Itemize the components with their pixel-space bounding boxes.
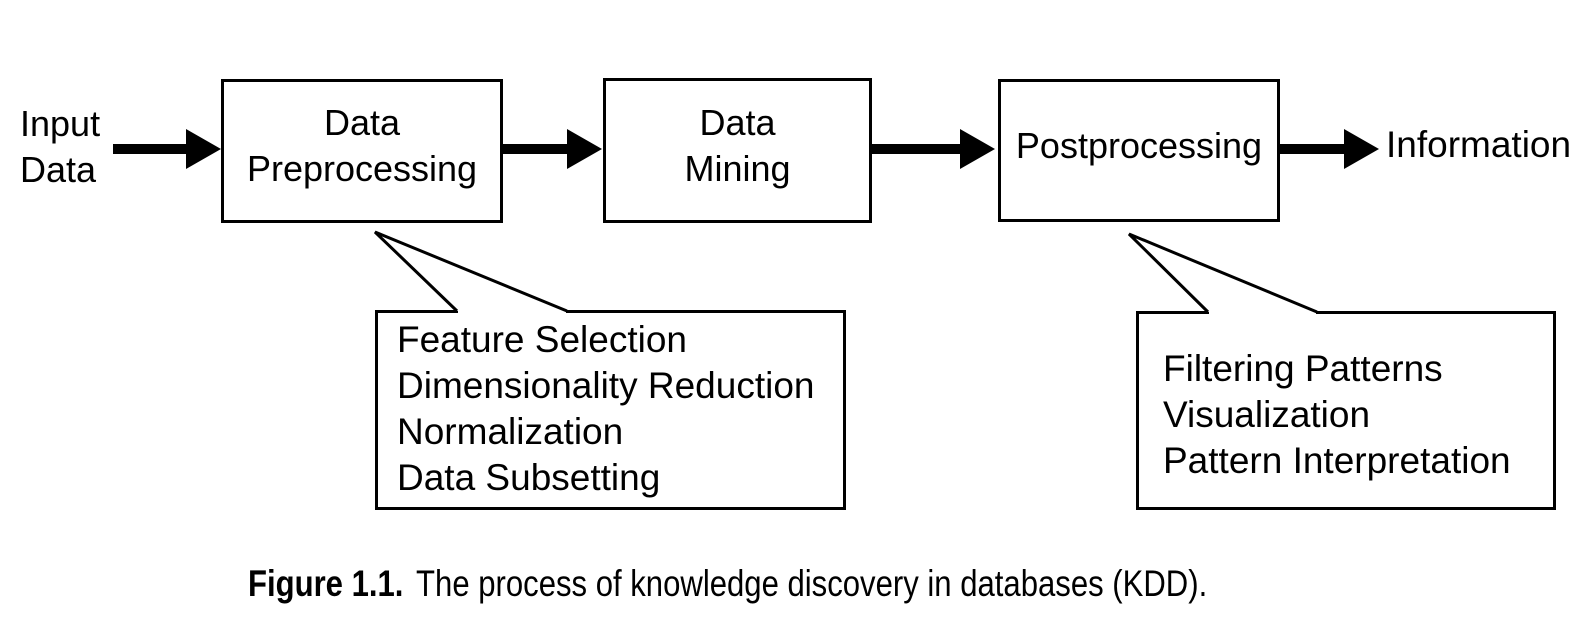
postprocessing-task-item: Visualization [1163,394,1371,435]
data-mining-label-line2: Mining [684,147,791,189]
arrow-preprocessing-to-mining-shaft [501,144,569,154]
callout-tail-preprocessing [373,230,568,315]
arrow-mining-to-postprocessing-shaft [871,144,962,154]
input-data-label: Input Data [20,101,100,193]
postprocessing-label: Postprocessing [1015,124,1263,166]
preprocessing-task-item: Dimensionality Reduction [397,365,815,406]
preprocessing-task-item: Data Subsetting [397,457,661,498]
preprocessing-task-item: Normalization [397,411,624,452]
process-box-data-preprocessing: Data Preprocessing [221,79,503,223]
arrow-input-to-preprocessing-shaft [113,144,187,154]
arrow-postprocessing-to-information-head-icon [1344,129,1379,169]
arrow-mining-to-postprocessing-head-icon [960,129,995,169]
arrow-preprocessing-to-mining-head-icon [567,129,602,169]
callout-preprocessing-tasks: Feature Selection Dimensionality Reducti… [375,310,846,510]
arrow-input-to-preprocessing-head-icon [186,129,221,169]
postprocessing-task-item: Filtering Patterns [1163,348,1443,389]
figure-caption-number: Figure 1.1. [248,563,404,604]
figure-caption-text: The process of knowledge discovery in da… [416,563,1208,604]
data-preprocessing-label-line2: Preprocessing [246,148,478,189]
preprocessing-task-item: Feature Selection [397,319,688,360]
callout-tail-postprocessing [1127,232,1318,316]
figure-caption: Figure 1.1. The process of knowledge disc… [248,562,1207,606]
postprocessing-task-item: Pattern Interpretation [1163,440,1511,481]
data-preprocessing-label-line1: Data [323,102,401,143]
arrow-postprocessing-to-information-shaft [1278,144,1346,154]
process-box-data-mining: Data Mining [603,78,872,223]
data-mining-label-line1: Data [699,101,776,143]
input-data-label-line1: Input [20,103,101,144]
process-box-postprocessing: Postprocessing [998,79,1280,222]
information-label: Information [1386,124,1572,165]
callout-postprocessing-tasks: Filtering Patterns Visualization Pattern… [1136,311,1556,510]
input-data-label-line2: Data [20,149,97,190]
